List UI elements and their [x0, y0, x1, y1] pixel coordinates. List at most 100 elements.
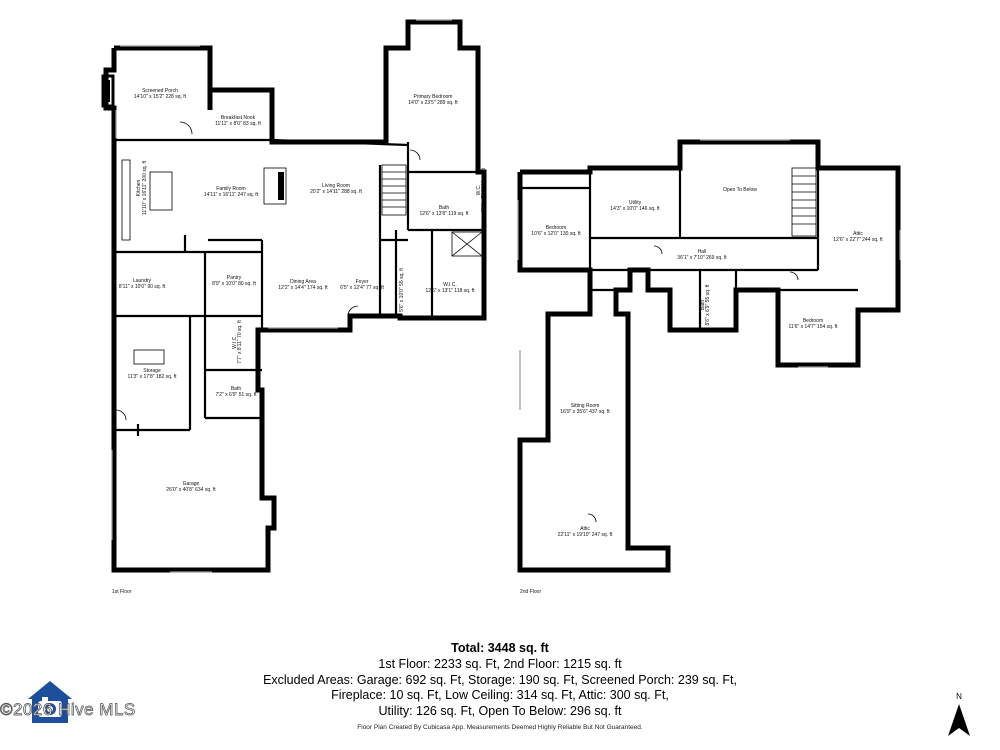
- summary-excluded-3: Utility: 126 sq. Ft, Open To Below: 296 …: [378, 703, 622, 718]
- room-name-attic-right: Attic: [853, 231, 863, 237]
- room-dims-sitting-room: 16'9" x 35'6" 437 sq. ft: [560, 409, 610, 415]
- room-dims-mudroom: 5'6" x 10'0" 55 sq. ft: [399, 267, 405, 311]
- svg-text:Utility: Utility: [629, 200, 642, 206]
- kitchen-island: [149, 171, 173, 211]
- svg-text:8'11" x 10'0" 90 sq. ft: 8'11" x 10'0" 90 sq. ft: [119, 284, 166, 290]
- room-name-pantry: Pantry: [227, 275, 242, 281]
- door-arc: [789, 271, 799, 281]
- svg-text:11'3" x 17'8" 182 sq. ft: 11'3" x 17'8" 182 sq. ft: [127, 374, 177, 380]
- compass-label: N: [956, 692, 962, 701]
- house-camera-logo-icon: [28, 681, 72, 723]
- door-arc: [587, 513, 597, 523]
- first-floor-plan: Screened Porch 14'10" x 15'2" 228 sq. ft…: [101, 19, 487, 595]
- room-name-wc: W.C.: [476, 185, 482, 196]
- room-dims-pantry: 8'9" x 10'0" 80 sq. ft: [212, 281, 256, 287]
- room-dims-breakfast-nook: 11'11" x 8'0" 83 sq. ft: [215, 121, 261, 127]
- svg-text:5'6" x 10'0" 55 sq. ft: 5'6" x 10'0" 55 sq. ft: [399, 267, 405, 311]
- room-name-half-bath: Bath: [231, 386, 242, 392]
- svg-text:Laundry: Laundry: [133, 278, 152, 284]
- second-floor-plan: Bedroom 10'6" x 12'0" 130 sq. ft Utility…: [517, 139, 901, 595]
- room-dims-bedroom-left: 10'6" x 12'0" 130 sq. ft: [531, 231, 581, 237]
- room-name-kitchen: Kitchen: [136, 179, 142, 196]
- svg-text:36'1" x 7'10" 269 sq. ft: 36'1" x 7'10" 269 sq. ft: [677, 255, 727, 261]
- disclaimer-text: Floor Plan Created By Cubicasa App. Meas…: [357, 724, 643, 731]
- svg-text:Breakfast Nook: Breakfast Nook: [221, 115, 256, 121]
- svg-text:Garage: Garage: [183, 481, 200, 487]
- wall: [271, 138, 409, 147]
- room-dims-living-room: 20'2" x 14'11" 288 sq. ft: [310, 189, 362, 195]
- floor-label-first: 1st Floor: [112, 589, 132, 595]
- room-name-bedroom-left: Bedroom: [546, 225, 566, 231]
- svg-text:22'11" x 19'10" 247 sq. ft: 22'11" x 19'10" 247 sq. ft: [558, 532, 613, 538]
- svg-text:Bath: Bath: [231, 386, 242, 392]
- room-dims-wc: 3'4" x 5'10" 19 sq. ft: [481, 167, 487, 211]
- svg-text:26'0" x 40'8" 634 sq. ft: 26'0" x 40'8" 634 sq. ft: [166, 487, 216, 493]
- svg-text:Sitting Room: Sitting Room: [571, 403, 600, 409]
- svg-text:8'6" x 6'9" 55 sq. ft: 8'6" x 6'9" 55 sq. ft: [705, 284, 711, 326]
- door-arc: [409, 149, 421, 161]
- stairs-second-floor: [791, 167, 817, 237]
- svg-text:Open To Below: Open To Below: [723, 187, 757, 193]
- closet-cross: [451, 231, 483, 257]
- svg-text:Attic: Attic: [853, 231, 863, 237]
- svg-text:Kitchen: Kitchen: [136, 179, 142, 196]
- room-name-breakfast-nook: Breakfast Nook: [221, 115, 256, 121]
- svg-text:Screened Porch: Screened Porch: [142, 88, 178, 94]
- door-arc: [347, 305, 359, 317]
- svg-text:3'4" x 5'10" 19 sq. ft: 3'4" x 5'10" 19 sq. ft: [481, 167, 487, 211]
- svg-text:11'6" x 14'7" 154 sq. ft: 11'6" x 14'7" 154 sq. ft: [788, 324, 838, 330]
- room-name-wic-small: W.I.C.: [232, 335, 238, 349]
- svg-text:6'5" x 12'4" 77 sq. ft: 6'5" x 12'4" 77 sq. ft: [340, 285, 384, 291]
- svg-text:12'6" x 13'8" 119 sq. ft: 12'6" x 13'8" 119 sq. ft: [419, 211, 469, 217]
- svg-text:14'11" x 16'11" 247 sq. ft: 14'11" x 16'11" 247 sq. ft: [204, 192, 259, 198]
- svg-text:Pantry: Pantry: [227, 275, 242, 281]
- room-name-utility: Utility: [629, 200, 642, 206]
- svg-text:Family Room: Family Room: [216, 186, 245, 192]
- area-summary: Total: 3448 sq. ft 1st Floor: 2233 sq. F…: [200, 640, 800, 719]
- room-dims-storage: 11'3" x 17'8" 182 sq. ft: [127, 374, 177, 380]
- room-name-family-room: Family Room: [216, 186, 245, 192]
- svg-text:14'10" x 15'2" 228 sq. ft: 14'10" x 15'2" 228 sq. ft: [134, 94, 187, 100]
- north-compass: N: [944, 692, 974, 740]
- room-dims-wic-primary: 12'6" x 13'1" 118 sq. ft: [425, 288, 475, 294]
- svg-text:12'6" x 22'7" 244 sq. ft: 12'6" x 22'7" 244 sq. ft: [833, 237, 883, 243]
- room-name-open-to-below: Open To Below: [723, 187, 757, 193]
- room-name-primary-bedroom: Primary Bedroom: [414, 94, 453, 100]
- stairs-first-floor: [381, 164, 407, 216]
- summary-floors: 1st Floor: 2233 sq. Ft, 2nd Floor: 1215 …: [378, 657, 622, 671]
- room-name-dining-area: Dining Area: [290, 279, 316, 285]
- fireplace-core: [278, 172, 284, 200]
- svg-text:W.I.C.: W.I.C.: [443, 282, 457, 288]
- door-arc: [115, 409, 127, 421]
- room-name-foyer: Foyer: [356, 279, 369, 285]
- svg-text:7'2" x 6'9" 51 sq. ft: 7'2" x 6'9" 51 sq. ft: [215, 392, 257, 398]
- room-name-attic-bottom: Attic: [580, 526, 590, 532]
- floor-label-second: 2nd Floor: [520, 589, 541, 595]
- watermark-text: ©2026 Hive MLS: [0, 700, 136, 720]
- svg-text:11'11" x 8'0" 83 sq. ft: 11'11" x 8'0" 83 sq. ft: [215, 121, 261, 127]
- summary-excluded-1: Excluded Areas: Garage: 692 sq. Ft, Stor…: [263, 672, 737, 687]
- room-dims-wic-small: 7'7" x 8'11" 70 sq. ft: [237, 320, 243, 364]
- first-floor-outer-wall: [103, 19, 487, 573]
- svg-text:Attic: Attic: [580, 526, 590, 532]
- svg-text:10'6" x 12'0" 130 sq. ft: 10'6" x 12'0" 130 sq. ft: [531, 231, 581, 237]
- svg-text:Foyer: Foyer: [356, 279, 369, 285]
- second-floor-outer-wall: [517, 139, 901, 573]
- svg-text:8'9" x 10'0" 80 sq. ft: 8'9" x 10'0" 80 sq. ft: [212, 281, 256, 287]
- room-dims-screened-porch: 14'10" x 15'2" 228 sq. ft: [134, 94, 187, 100]
- room-dims-utility: 14'3" x 10'0" 146 sq. ft: [610, 206, 660, 212]
- room-dims-dining-area: 12'2" x 14'4" 174 sq. ft: [278, 285, 328, 291]
- room-dims-primary-bedroom: 14'0" x 23'5" 289 sq. ft: [408, 100, 458, 106]
- svg-text:Bath: Bath: [439, 205, 450, 211]
- room-name-bedroom-right: Bedroom: [803, 318, 823, 324]
- svg-text:Bath: Bath: [700, 300, 706, 311]
- room-dims-hall: 36'1" x 7'10" 269 sq. ft: [677, 255, 727, 261]
- svg-text:Bedroom: Bedroom: [803, 318, 823, 324]
- svg-text:W.I.C.: W.I.C.: [232, 335, 238, 349]
- kitchen-counter: [121, 159, 131, 241]
- svg-text:14'0" x 23'5" 289 sq. ft: 14'0" x 23'5" 289 sq. ft: [408, 100, 458, 106]
- room-dims-bedroom-right: 11'6" x 14'7" 154 sq. ft: [788, 324, 838, 330]
- svg-text:Hall: Hall: [698, 249, 707, 255]
- room-name-hall: Hall: [698, 249, 707, 255]
- fireplace-core: [106, 80, 110, 102]
